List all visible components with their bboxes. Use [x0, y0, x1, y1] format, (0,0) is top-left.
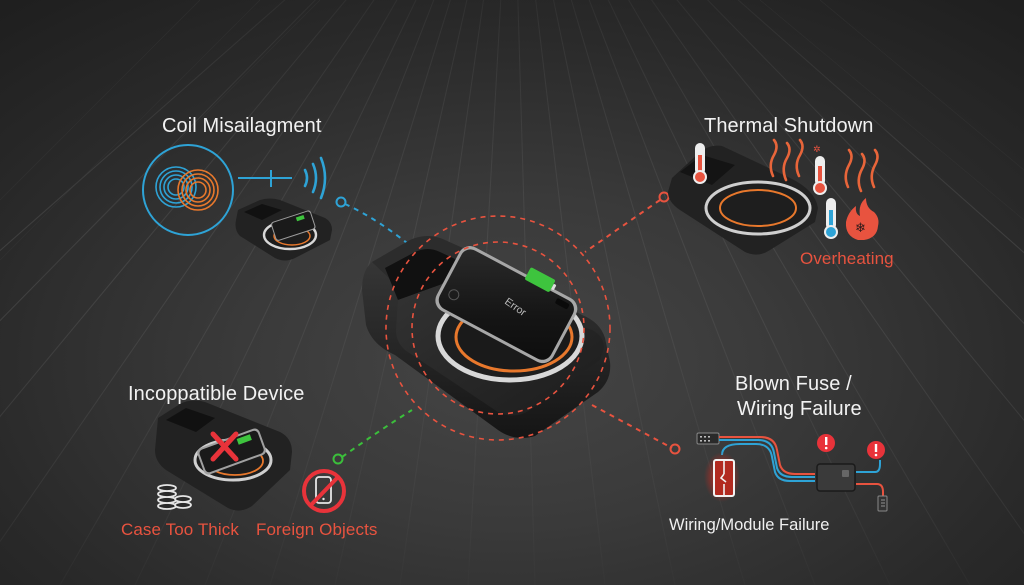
svg-text:❄: ❄ — [855, 221, 866, 236]
warning-icon — [817, 434, 835, 452]
thermal-shutdown-title: Thermal Shutdown — [704, 115, 874, 137]
connector-node-fuse — [669, 443, 681, 455]
alignment-line-icon — [238, 170, 292, 187]
battery-full-icon — [525, 267, 557, 292]
thermometer-cold-icon — [824, 198, 838, 239]
connector-node-thermal — [658, 191, 670, 203]
connector-node-coil — [335, 196, 347, 208]
blown-fuse-title-line1: Blown Fuse / — [735, 373, 852, 395]
connector-incompatible — [341, 409, 413, 458]
warning-icon-2 — [867, 441, 885, 459]
blown-fuse-icon — [704, 452, 740, 502]
red-x-icon — [210, 431, 239, 462]
heat-waves-icon — [769, 138, 879, 193]
blown-fuse-title-line2: Wiring Failure — [737, 398, 862, 420]
wiring-module-failure-label: Wiring/Module Failure — [669, 516, 830, 534]
connector-node-incompatible — [332, 453, 344, 465]
svg-text:✲: ✲ — [813, 145, 821, 155]
thermometer-hot-icon-2: ✲ — [813, 145, 827, 195]
thermometer-hot-icon — [693, 143, 707, 184]
charging-pad-mini-icon — [235, 198, 332, 261]
signal-waves-icon — [303, 156, 327, 200]
foreign-objects-label: Foreign Objects — [256, 520, 378, 539]
connector-plug-icon — [696, 432, 720, 445]
coin-stack-icon — [157, 484, 192, 510]
coil-misalignment-title: Coil Misailagment — [162, 115, 322, 137]
overheating-label: Overheating — [800, 249, 894, 268]
sensor-icon — [877, 495, 888, 512]
connector-coil-misalignment — [344, 203, 419, 253]
phone — [435, 246, 578, 364]
module-box-icon — [816, 463, 856, 492]
coil-overlap-icon — [142, 144, 234, 236]
no-phone-icon — [302, 469, 346, 513]
error-ring-outer — [385, 215, 611, 441]
case-too-thick-label: Case Too Thick — [121, 520, 239, 539]
error-ring-inner — [411, 241, 585, 415]
incompatible-device-title: Incoppatible Device — [128, 383, 305, 405]
flame-snowflake-icon: ❄ — [845, 198, 879, 240]
